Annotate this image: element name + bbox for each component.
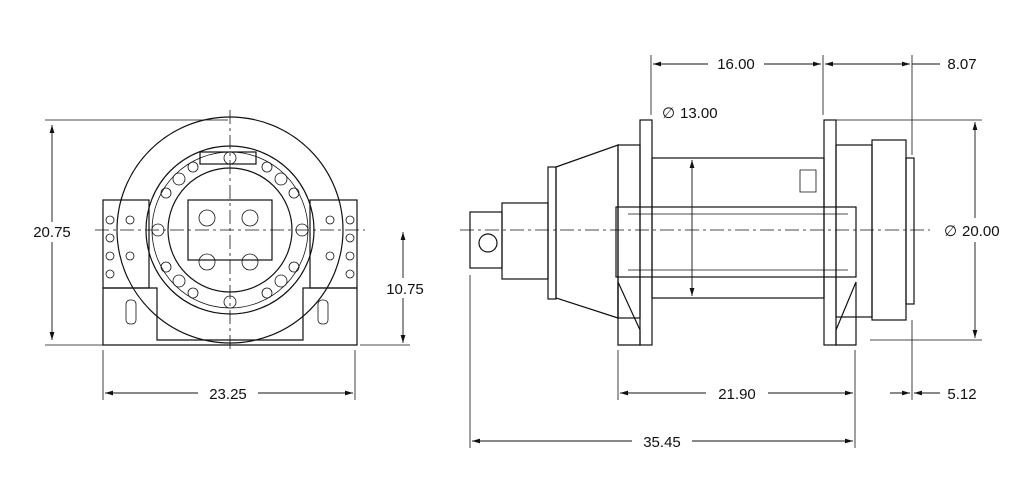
side-view (460, 119, 930, 346)
dim-brake-length: 5.12 (947, 386, 976, 403)
dim-brake-offset: 8.07 (947, 56, 976, 73)
dim-overall-length: 35.45 (643, 434, 681, 451)
dim-overall-height: 20.75 (33, 224, 71, 241)
dim-mount-spacing: 21.90 (718, 386, 756, 403)
dim-drum-length: 16.00 (717, 56, 755, 73)
diameter-symbol: ∅ (662, 105, 675, 122)
dim-base-width: 23.25 (209, 386, 247, 403)
dim-flange-diameter: 20.00 (962, 223, 1000, 240)
side-dimensions: 16.00 8.07 ∅ 13.00 ∅ 20.00 21.90 5.12 35… (469, 55, 1000, 451)
dim-centerline-height: 10.75 (386, 281, 424, 298)
side-bolts (105, 215, 355, 279)
dim-drum-diameter: 13.00 (680, 105, 718, 122)
diameter-symbol-2: ∅ (944, 223, 957, 240)
front-dimensions: 20.75 10.75 23.25 (33, 119, 424, 403)
bolt-circle (151, 151, 309, 309)
front-view (95, 110, 365, 350)
